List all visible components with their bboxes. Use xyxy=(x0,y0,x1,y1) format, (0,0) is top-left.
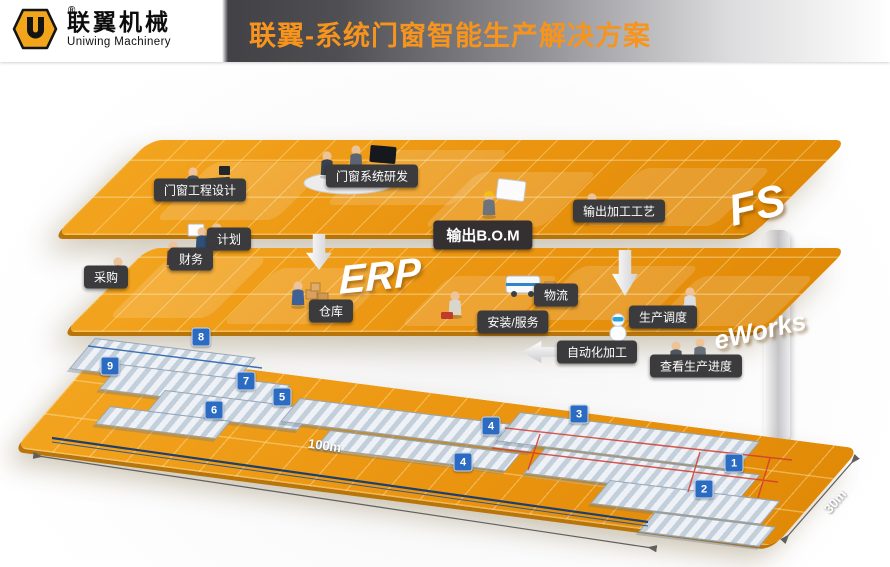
station-badge: 4 xyxy=(453,452,473,472)
label-door-window-engineering-design: 门窗工程设计 xyxy=(153,178,247,202)
brand-text: 联翼机械 Uniwing Machinery xyxy=(67,10,171,48)
label-logistics: 物流 xyxy=(533,283,579,307)
label-output-bom: 输出B.O.M xyxy=(433,220,533,250)
station-badge: 5 xyxy=(272,387,292,407)
label-view-production-progress: 查看生产进度 xyxy=(649,354,743,378)
station-badge: 2 xyxy=(694,479,714,499)
station-badge: 8 xyxy=(191,327,211,347)
label-output-process: 输出加工工艺 xyxy=(572,199,666,223)
station-badge: 4 xyxy=(481,416,501,436)
page-title: 联翼-系统门窗智能生产解决方案 xyxy=(249,21,651,51)
label-door-window-system-rd: 门窗系统研发 xyxy=(325,164,419,188)
brand-name-cn: 联翼机械 xyxy=(67,8,171,35)
label-warehouse: 仓库 xyxy=(308,299,354,323)
label-finance: 财务 xyxy=(168,247,214,271)
logo-icon xyxy=(12,8,58,50)
header: ® 联翼机械 Uniwing Machinery 联翼-系统门窗智能生产解决方案 xyxy=(0,0,890,62)
label-automated-processing: 自动化加工 xyxy=(556,340,638,364)
station-badge: 1 xyxy=(724,453,744,473)
layer-label-fs: FS xyxy=(723,175,790,236)
label-production-scheduling: 生产调度 xyxy=(628,305,698,329)
station-badge: 6 xyxy=(204,400,224,420)
station-badge: 9 xyxy=(100,356,120,376)
layer-label-erp: ERP xyxy=(339,250,421,303)
label-install-service: 安装/服务 xyxy=(477,310,549,334)
label-purchasing: 采购 xyxy=(83,265,129,289)
brand-name-en: Uniwing Machinery xyxy=(67,36,171,49)
station-badge: 3 xyxy=(569,404,589,424)
logo: ® 联翼机械 Uniwing Machinery xyxy=(12,5,171,50)
station-badge: 7 xyxy=(236,371,256,391)
label-plan: 计划 xyxy=(206,227,252,251)
dimension-width-label: 30m xyxy=(820,486,850,517)
registered-mark: ® xyxy=(68,5,76,16)
